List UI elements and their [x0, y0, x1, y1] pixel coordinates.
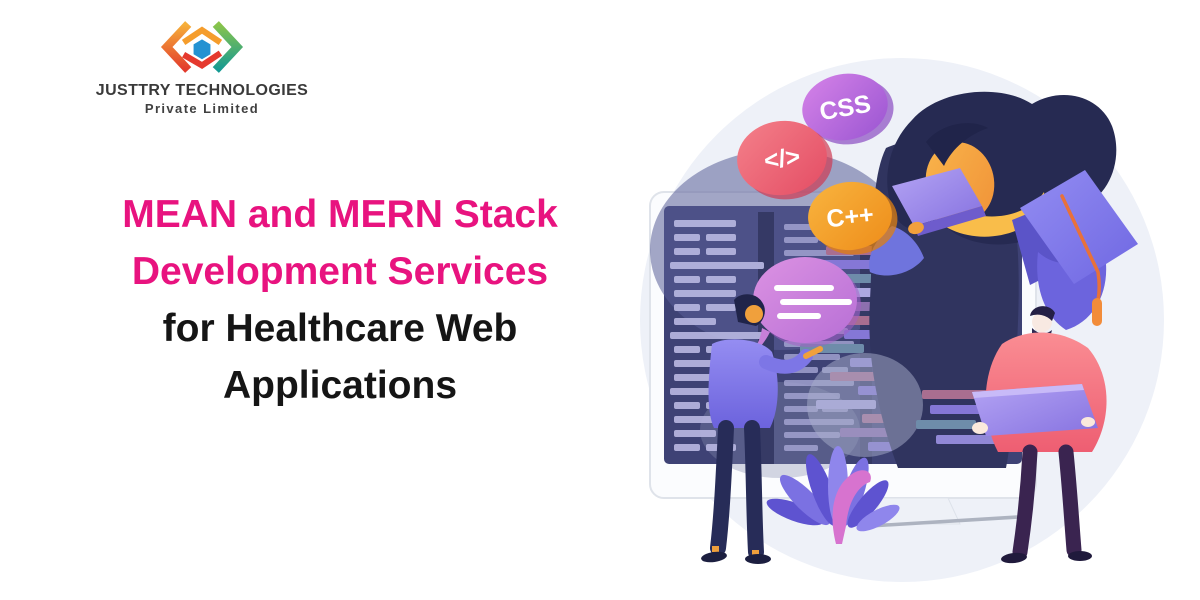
company-logo-icon	[160, 21, 244, 73]
badge-code-tag: </>	[737, 120, 833, 200]
headline-line-4: Applications	[222, 364, 458, 407]
graduation-cap-icon	[1012, 170, 1138, 330]
headline: MEAN and MERN Stack Development Services…	[70, 186, 610, 414]
headline-line-3: for Healthcare Web	[162, 307, 518, 350]
speech-bubble-icon	[740, 257, 861, 362]
left-developer	[701, 294, 823, 564]
right-developer-laptop	[972, 384, 1098, 436]
badge-cpp: C++	[808, 181, 898, 255]
company-name: JUSTTRY TECHNOLOGIES	[95, 82, 309, 99]
badge-code-tag-label: </>	[762, 143, 802, 176]
badge-css: CSS	[802, 73, 894, 145]
company-subtitle: Private Limited	[144, 101, 260, 117]
badge-cpp-label: C++	[825, 201, 875, 234]
logo: JUSTTRY TECHNOLOGIES Private Limited	[88, 16, 316, 118]
plant	[766, 446, 900, 544]
illustration: CSS </> C++	[630, 0, 1200, 600]
headline-line-1: MEAN and MERN Stack	[122, 193, 558, 236]
headline-line-2: Development Services	[131, 250, 549, 293]
tassel	[1060, 194, 1102, 326]
right-developer	[972, 306, 1107, 564]
woman-laptop	[892, 168, 982, 226]
